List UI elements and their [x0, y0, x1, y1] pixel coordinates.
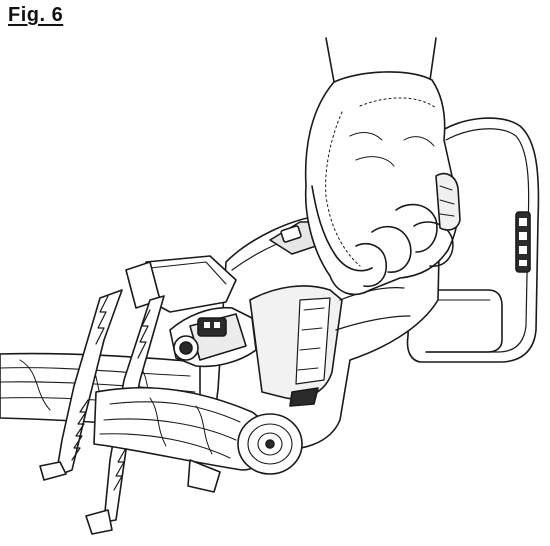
gloved-hand — [306, 38, 459, 294]
log-foreground — [94, 388, 302, 492]
saw-handle — [436, 174, 460, 230]
figure-title: Fig. 6 — [8, 4, 64, 26]
